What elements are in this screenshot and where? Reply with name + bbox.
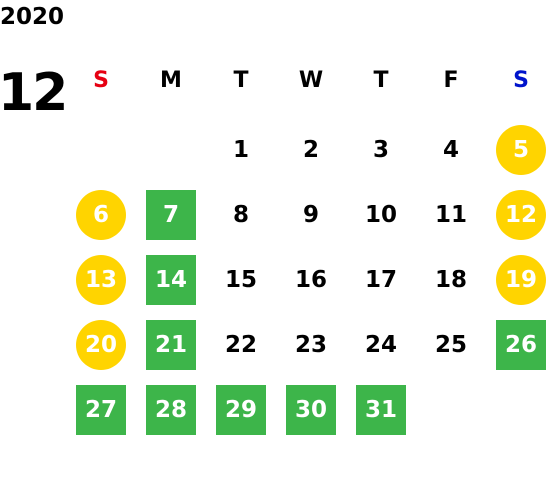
day-cell-22[interactable]: 22 (224, 332, 257, 358)
day-cell-25[interactable]: 25 (434, 332, 467, 358)
day-cell-9[interactable]: 9 (302, 202, 319, 228)
day-cell-24[interactable]: 24 (364, 332, 397, 358)
day-cell-17[interactable]: 17 (364, 267, 397, 293)
day-cell-14[interactable]: 14 (146, 255, 196, 305)
weekday-label-monday: M (160, 68, 182, 93)
day-cell-10[interactable]: 10 (364, 202, 397, 228)
day-cell-3[interactable]: 3 (372, 137, 389, 163)
day-cell-16[interactable]: 16 (294, 267, 327, 293)
day-cell-20[interactable]: 20 (76, 320, 126, 370)
weekday-label-thursday: T (373, 68, 389, 93)
weekday-label-wednesday: W (298, 68, 324, 93)
day-cell-30[interactable]: 30 (286, 385, 336, 435)
day-cell-2[interactable]: 2 (302, 137, 319, 163)
day-cell-21[interactable]: 21 (146, 320, 196, 370)
day-cell-8[interactable]: 8 (232, 202, 249, 228)
day-cell-15[interactable]: 15 (224, 267, 257, 293)
day-cell-31[interactable]: 31 (356, 385, 406, 435)
weekday-label-saturday: S (513, 68, 529, 93)
day-cell-23[interactable]: 23 (294, 332, 327, 358)
day-cell-6[interactable]: 6 (76, 190, 126, 240)
day-cell-11[interactable]: 11 (434, 202, 467, 228)
weekday-label-sunday: S (93, 68, 109, 93)
day-cell-12[interactable]: 12 (496, 190, 546, 240)
day-cell-29[interactable]: 29 (216, 385, 266, 435)
calendar-year: 2020 (0, 4, 65, 30)
day-cell-18[interactable]: 18 (434, 267, 467, 293)
day-cell-27[interactable]: 27 (76, 385, 126, 435)
calendar-month: 12 (0, 63, 68, 123)
day-cell-5[interactable]: 5 (496, 125, 546, 175)
day-cell-7[interactable]: 7 (146, 190, 196, 240)
day-cell-1[interactable]: 1 (232, 137, 249, 163)
day-cell-4[interactable]: 4 (442, 137, 459, 163)
weekday-label-friday: F (443, 68, 459, 93)
day-cell-28[interactable]: 28 (146, 385, 196, 435)
weekday-label-tuesday: T (233, 68, 249, 93)
day-cell-19[interactable]: 19 (496, 255, 546, 305)
day-cell-13[interactable]: 13 (76, 255, 126, 305)
day-cell-26[interactable]: 26 (496, 320, 546, 370)
